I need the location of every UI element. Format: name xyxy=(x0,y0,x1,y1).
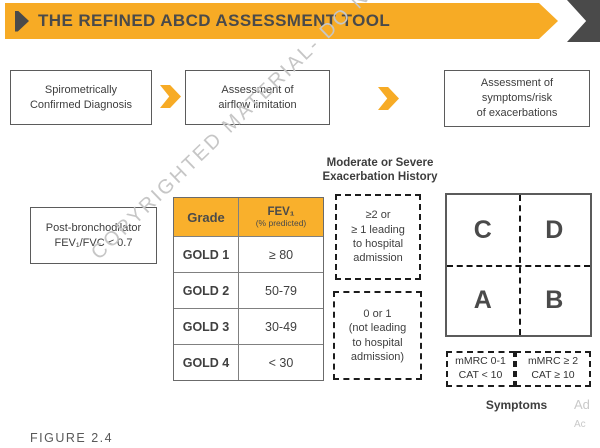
post-bronchodilator-box: Post-bronchodilator FEV₁/FVC < 0.7 xyxy=(30,207,157,264)
flow-chevron-icon xyxy=(378,87,399,110)
symptom-text: CAT ≥ 10 xyxy=(531,369,575,381)
symptoms-axis-label: Symptoms xyxy=(485,398,548,412)
criteria-text: FEV₁/FVC < 0.7 xyxy=(54,236,133,249)
high-exacerbation-risk-box: ≥2 or ≥ 1 leading to hospital admission xyxy=(335,194,421,280)
fev-cell: < 30 xyxy=(268,355,294,370)
low-exacerbation-risk-box: 0 or 1 (not leading to hospital admissio… xyxy=(333,291,422,380)
risk-text: 0 or 1 xyxy=(363,307,392,320)
abcd-quadrant-grid: C D A B xyxy=(445,193,592,337)
fev-cell: ≥ 80 xyxy=(268,247,294,262)
credit-fragment: Ac xyxy=(574,419,586,430)
figure-number-label: FIGURE 2.4 xyxy=(30,431,114,445)
symptom-text: mMRC ≥ 2 xyxy=(527,355,579,368)
exacerbation-history-heading: Moderate or Severe Exacerbation History xyxy=(313,156,447,185)
risk-text: admission xyxy=(353,252,403,265)
title-banner: THE REFINED ABCD ASSESSMENT TOOL xyxy=(5,3,558,39)
symptom-text: CAT < 10 xyxy=(458,369,503,381)
flow-step-text: Confirmed Diagnosis xyxy=(29,98,133,111)
heading-line: Moderate or Severe xyxy=(326,157,434,169)
flow-step-airflow: Assessment of airflow limitation xyxy=(185,70,330,125)
flow-step-symptoms-risk: Assessment of symptoms/risk of exacerbat… xyxy=(444,70,590,127)
quadrant-a: A xyxy=(473,285,492,314)
fev-header-title: FEV₁ xyxy=(267,205,295,218)
risk-text: ≥2 or xyxy=(365,209,391,222)
quadrant-d: D xyxy=(545,215,564,244)
criteria-text: Post-bronchodilator xyxy=(45,221,142,234)
fev-cell: 50-79 xyxy=(265,283,297,298)
grade-column-header: Grade xyxy=(174,198,239,236)
quadrant-b: B xyxy=(545,285,564,314)
risk-text: ≥ 1 leading xyxy=(351,223,405,236)
credit-fragment: Ad xyxy=(574,397,590,412)
risk-text: to hospital xyxy=(352,238,404,250)
high-symptoms-box: mMRC ≥ 2 CAT ≥ 10 xyxy=(515,351,591,387)
flow-step-text: Spirometrically xyxy=(44,83,118,96)
table-row: GOLD 4 < 30 xyxy=(174,344,323,380)
page-title: THE REFINED ABCD ASSESSMENT TOOL xyxy=(38,11,391,30)
risk-text: admission) xyxy=(350,350,405,363)
quadrant-c: C xyxy=(473,215,492,244)
low-symptoms-box: mMRC 0-1 CAT < 10 xyxy=(446,351,515,387)
flow-step-text: Assessment of xyxy=(221,83,294,96)
table-header-row: Grade FEV₁ (% predicted) xyxy=(174,198,323,236)
symptom-text: mMRC 0-1 xyxy=(455,355,506,368)
grade-cell: GOLD 3 xyxy=(174,309,239,344)
heading-line: Exacerbation History xyxy=(322,171,438,184)
fev-column-header: FEV₁ (% predicted) xyxy=(239,198,323,236)
grade-cell: GOLD 4 xyxy=(174,345,239,380)
grade-cell: GOLD 2 xyxy=(174,273,239,308)
banner-end-chevron-icon xyxy=(567,0,600,42)
fev-header-subtitle: (% predicted) xyxy=(255,218,307,229)
flow-step-diagnosis: Spirometrically Confirmed Diagnosis xyxy=(10,70,152,125)
flow-step-text: of exacerbations xyxy=(476,106,558,119)
table-row: GOLD 2 50-79 xyxy=(174,272,323,308)
flow-step-text: symptoms/risk xyxy=(481,92,553,105)
risk-text: (not leading xyxy=(348,322,407,335)
risk-text: to hospital xyxy=(352,336,403,349)
play-arrow-icon xyxy=(15,11,29,32)
grade-cell: GOLD 1 xyxy=(174,237,239,272)
gold-grade-table: Grade FEV₁ (% predicted) GOLD 1 ≥ 80 GOL… xyxy=(173,197,324,381)
flow-chevron-icon xyxy=(160,85,181,108)
table-row: GOLD 3 30-49 xyxy=(174,308,323,344)
table-row: GOLD 1 ≥ 80 xyxy=(174,236,323,272)
flow-step-text: Assessment of xyxy=(480,77,554,90)
flow-step-text: airflow limitation xyxy=(218,98,297,111)
fev-cell: 30-49 xyxy=(265,319,297,334)
